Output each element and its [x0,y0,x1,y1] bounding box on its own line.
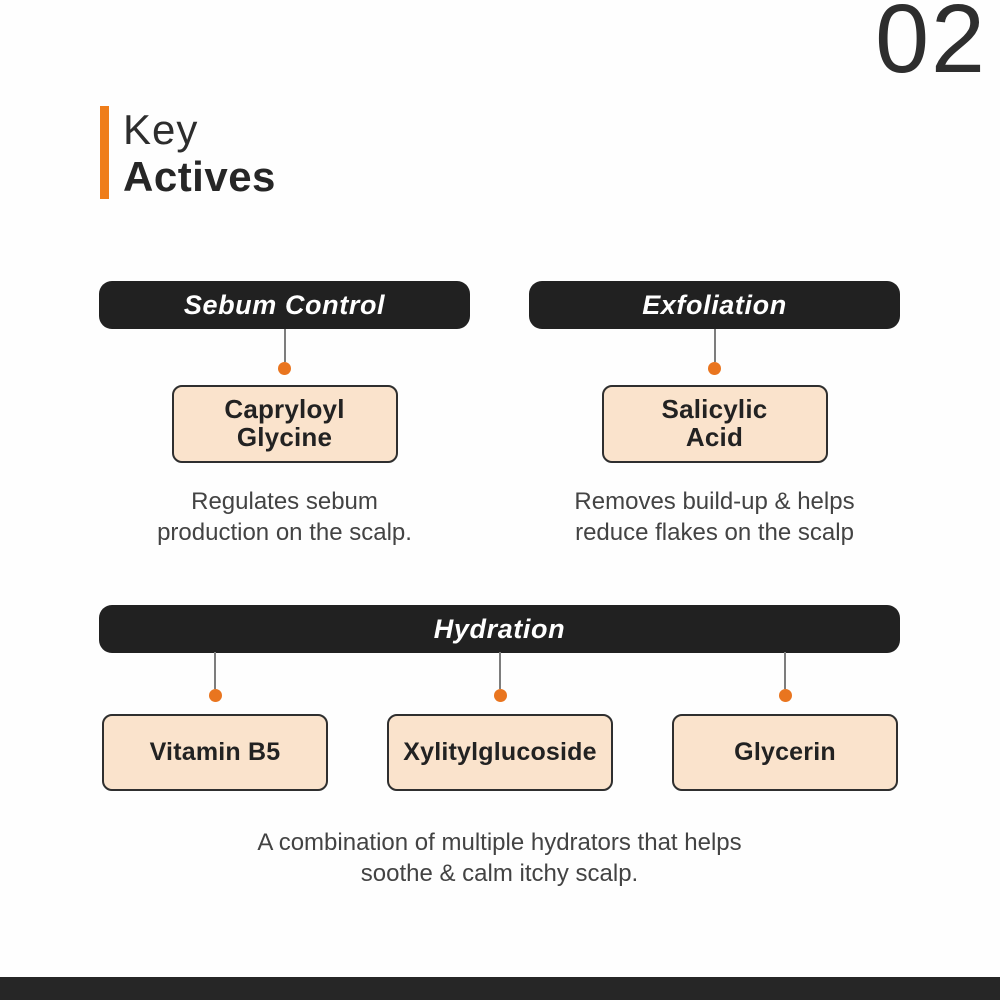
connector-dot [493,689,507,702]
connector-line [214,652,216,689]
hydration-item-xylitylglucoside: Xylitylglucoside [387,652,613,791]
connector-line [499,652,501,689]
connector-line [283,329,286,362]
group-description-sebum-control: Regulates sebum production on the scalp. [157,488,412,546]
page-number: 02 [875,0,987,93]
connector-line [784,652,786,689]
connector-dot [208,689,222,702]
connector-dot [708,362,721,375]
ingredient-card-vitamin-b5: Vitamin B5 [102,714,328,791]
group-exfoliation: Exfoliation Salicylic Acid Removes build… [529,281,900,548]
group-header-sebum-control: Sebum Control [99,281,470,329]
hydration-item-vitamin-b5: Vitamin B5 [102,652,328,791]
ingredient-card-xylitylglucoside: Xylitylglucoside [387,714,613,791]
connector-dot [778,689,792,702]
group-header-exfoliation: Exfoliation [529,281,900,329]
ingredient-card-capryloyl-glycine: Capryloyl Glycine [171,385,398,463]
group-hydration: Hydration Vitamin B5 Xylitylglucoside Gl… [99,605,900,895]
page-title: Key Actives [123,106,276,200]
ingredient-card-glycerin: Glycerin [672,714,898,791]
group-description-exfoliation: Removes build-up & helps reduce flakes o… [574,488,855,546]
accent-bar [100,106,109,199]
group-description-hydration: A combination of multiple hydrators that… [257,829,742,888]
page-title-bold: Actives [123,153,276,200]
hydration-item-glycerin: Glycerin [672,652,898,791]
group-sebum-control: Sebum Control Capryloyl Glycine Regulate… [99,281,470,548]
ingredient-card-salicylic-acid: Salicylic Acid [601,385,828,463]
title-block: Key Actives [100,106,276,200]
group-header-hydration: Hydration [99,605,900,653]
connector-line [713,329,716,362]
footer-bar [0,977,1000,1000]
page-title-light: Key [123,106,199,153]
connector-dot [278,362,291,375]
